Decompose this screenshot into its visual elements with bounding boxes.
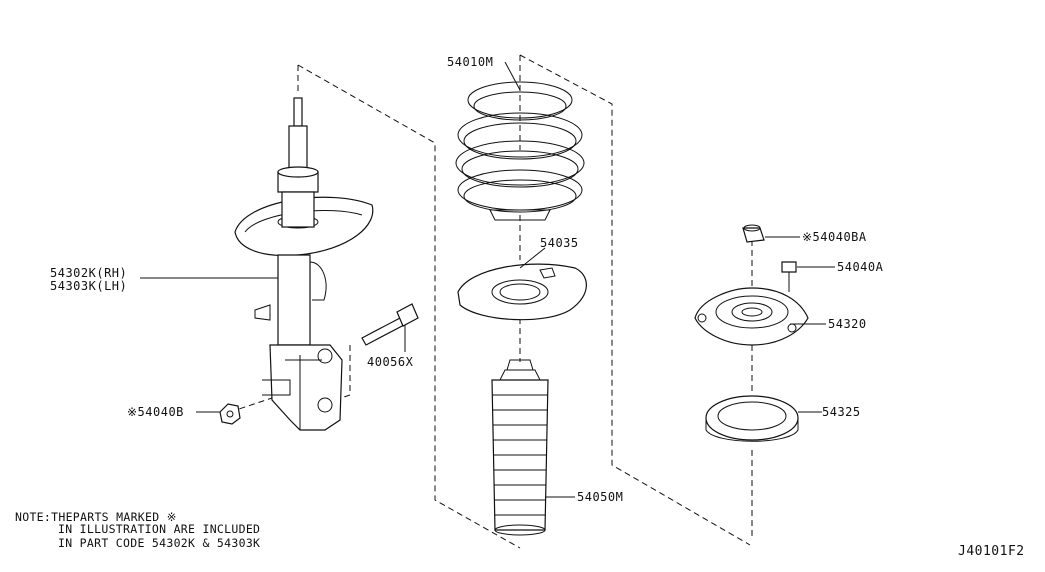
label-lower-nut: ※54040B — [127, 405, 184, 419]
label-bolt: 40056X — [367, 355, 414, 369]
nut-54040b — [219, 403, 241, 425]
spring-seat-54035 — [457, 263, 587, 321]
note-line-1: NOTE:THEPARTS MARKED ※ — [15, 510, 177, 524]
label-spring-seat: 54035 — [540, 236, 579, 250]
bolt-54040a — [781, 261, 797, 292]
coil-spring-54010m — [455, 81, 585, 221]
leader-lines — [140, 61, 835, 498]
note-line-2: IN ILLUSTRATION ARE INCLUDED — [58, 522, 260, 536]
note-line-3: IN PART CODE 54302K & 54303K — [58, 536, 260, 550]
bump-boot-54050m — [491, 359, 549, 536]
label-strut-rh: 54302K(RH) — [50, 266, 127, 280]
label-top-nut: ※54040BA — [802, 230, 867, 244]
diagram-code: J40101F2 — [958, 544, 1025, 559]
bearing-54325 — [705, 395, 799, 442]
strut-mount-54320 — [694, 287, 809, 346]
label-spring: 54010M — [447, 55, 493, 69]
top-nut-54040ba — [742, 224, 765, 243]
strut-assembly — [234, 97, 374, 431]
bolt-40056x — [361, 303, 419, 346]
label-bearing: 54325 — [822, 405, 861, 419]
label-strut-lh: 54303K(LH) — [50, 279, 127, 293]
label-bump-boot: 54050M — [577, 490, 623, 504]
label-strut-mount: 54320 — [828, 317, 867, 331]
strut-dashed-guide — [297, 64, 521, 549]
label-top-bolt: 54040A — [837, 260, 884, 274]
